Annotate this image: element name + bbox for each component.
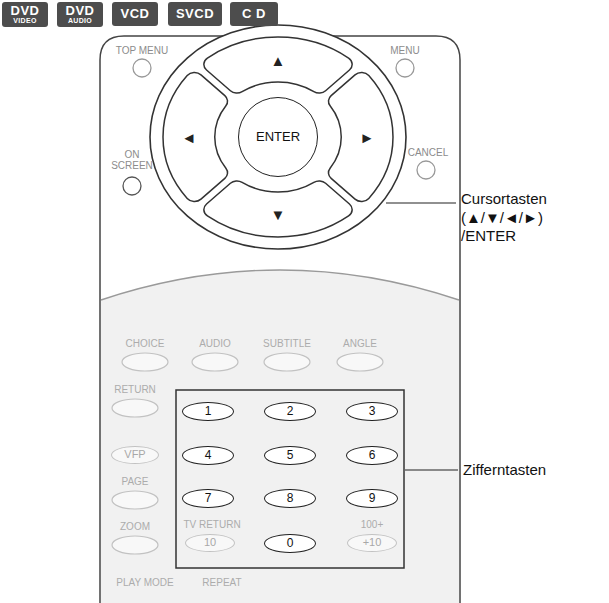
format-badge: SVCD (168, 2, 222, 26)
cursor-key (328, 73, 393, 202)
button-label: RETURN (114, 384, 156, 395)
number-key: 0 (264, 534, 316, 553)
greyed-button: +10 (347, 534, 397, 552)
button-text: 5 (287, 449, 294, 462)
button-text: ENTER (256, 130, 300, 144)
number-key: 2 (264, 402, 316, 421)
button-label: CANCEL (408, 147, 449, 158)
button-text: C D (242, 7, 266, 21)
arrow-symbol: ◄ (182, 130, 197, 145)
number-key: 4 (182, 446, 234, 465)
button-label: SUBTITLE (263, 338, 311, 349)
button-text: DVD (11, 4, 40, 18)
number-key: 9 (346, 489, 398, 508)
leader-line (405, 469, 458, 470)
leader-line (386, 202, 456, 203)
button-label: MENU (390, 45, 419, 56)
button-label: AUDIO (199, 338, 231, 349)
button-label: CHOICE (126, 338, 165, 349)
greyed-buttons (112, 353, 383, 554)
button-label: ON SCREEN (109, 149, 155, 171)
button-text: VFP (124, 449, 145, 461)
button-text: 0 (287, 537, 294, 550)
button-label: 100+ (361, 519, 384, 530)
button-text: 9 (369, 492, 376, 505)
callout-label: Zifferntasten (463, 461, 546, 480)
button-text: 6 (369, 449, 376, 462)
button-text: VIDEO (13, 17, 36, 24)
enter-button: ENTER (238, 97, 318, 177)
button-label: TOP MENU (116, 45, 168, 56)
number-key: 7 (182, 489, 234, 508)
format-badge: DVDAUDIO (57, 2, 103, 27)
callout-label: Cursortasten (▲/▼/◄/►) /ENTER (461, 190, 573, 246)
button-text: 8 (287, 492, 294, 505)
menu-button (396, 59, 414, 77)
button-text: VCD (121, 7, 150, 21)
button-label: TV RETURN (183, 519, 240, 530)
arrow-symbol: ► (360, 130, 375, 145)
button-label: REPEAT (202, 577, 241, 588)
cursor-ring (163, 37, 393, 237)
greyed-button: VFP (111, 446, 159, 464)
cursor-key (204, 37, 352, 93)
number-key: 8 (264, 489, 316, 508)
button-text: 10 (204, 537, 216, 549)
button-text: 3 (369, 405, 376, 418)
button-label: PLAY MODE (116, 577, 173, 588)
button-text: 4 (205, 449, 212, 462)
button-text: +10 (363, 537, 382, 549)
button-text: 7 (205, 492, 212, 505)
arrow-symbol: ▲ (271, 53, 286, 68)
on-screen-button (123, 177, 141, 195)
arrow-symbol: ▼ (271, 207, 286, 222)
button-label: PAGE (121, 476, 148, 487)
button-label: ZOOM (120, 521, 150, 532)
button-text: 1 (205, 405, 212, 418)
button-label: ANGLE (343, 338, 377, 349)
button-text: AUDIO (68, 17, 92, 24)
format-badge: C D (230, 2, 278, 26)
format-badge: DVDVIDEO (2, 2, 48, 27)
cursor-key (163, 73, 228, 202)
cursor-bezel (150, 25, 406, 249)
number-key-frame (176, 390, 404, 568)
panel-edge (101, 270, 459, 300)
top-menu-button (133, 59, 151, 77)
button-text: SVCD (176, 7, 214, 21)
number-key: 5 (264, 446, 316, 465)
cancel-button (417, 161, 435, 179)
greyed-region (101, 270, 459, 603)
number-key: 3 (346, 402, 398, 421)
button-text: DVD (66, 4, 95, 18)
number-key: 1 (182, 402, 234, 421)
format-badge: VCD (112, 2, 158, 26)
greyed-button: 10 (185, 534, 235, 552)
number-key: 6 (346, 446, 398, 465)
cursor-key (204, 181, 352, 237)
button-text: 2 (287, 405, 294, 418)
